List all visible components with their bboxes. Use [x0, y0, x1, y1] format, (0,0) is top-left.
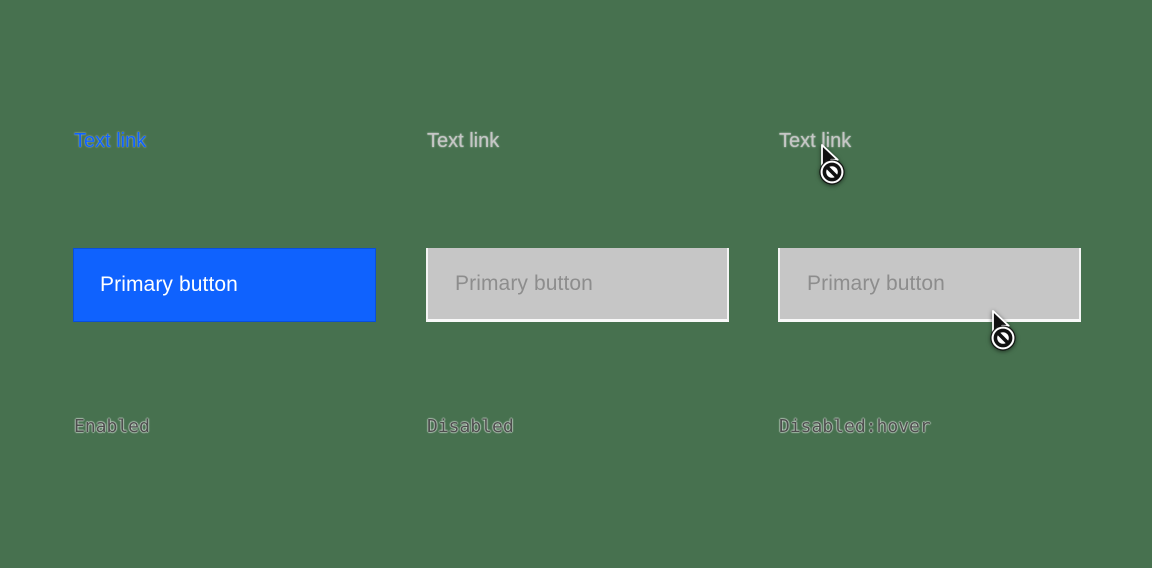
primary-button-disabled-hover: Primary button — [778, 248, 1081, 322]
text-link-enabled[interactable]: Text link — [74, 130, 147, 152]
state-label-disabled: Disabled — [427, 416, 514, 437]
state-label-enabled: Enabled — [74, 416, 150, 437]
column-disabled: Text link Primary button Disabled — [426, 0, 746, 568]
column-enabled: Text link Primary button Enabled — [73, 0, 393, 568]
text-link-disabled: Text link — [427, 130, 500, 152]
column-disabled-hover: Text link Primary button Disabled:hover — [778, 0, 1098, 568]
primary-button-disabled: Primary button — [426, 248, 729, 322]
primary-button-enabled[interactable]: Primary button — [73, 248, 376, 322]
state-label-disabled-hover: Disabled:hover — [779, 416, 931, 437]
text-link-disabled-hover: Text link — [779, 130, 852, 152]
